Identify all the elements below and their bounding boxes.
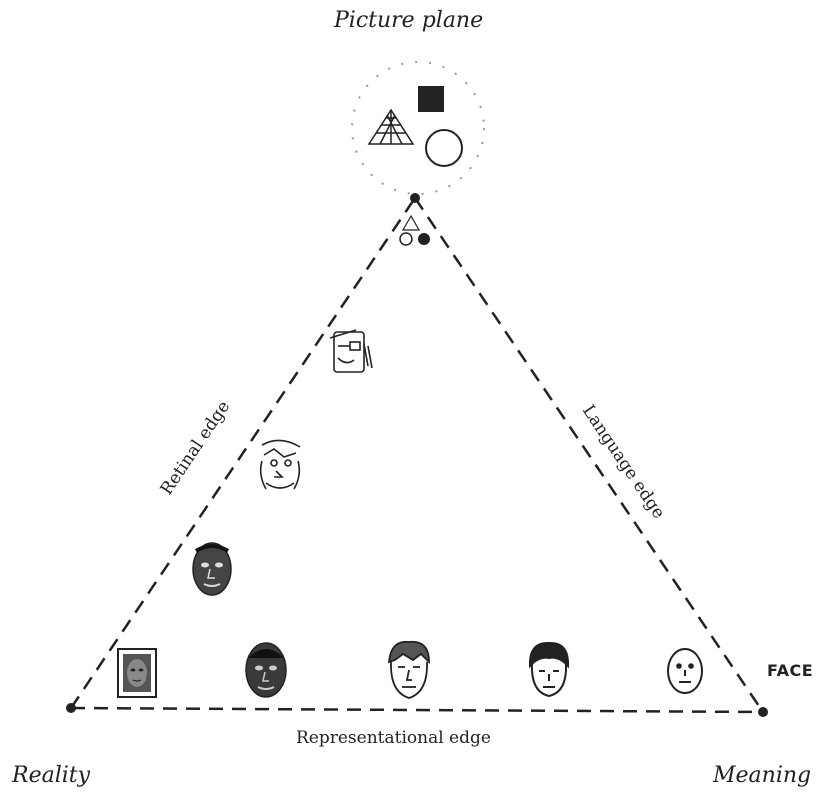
meaning-label: Meaning: [713, 763, 812, 788]
face-label: FACE: [767, 661, 814, 680]
face-icon: [245, 642, 287, 698]
retinal-edge-line: [69, 197, 417, 709]
picture-plane-label: Picture plane: [334, 8, 484, 33]
picture-plane-shapes: [351, 61, 485, 195]
meaning-vertex: [758, 707, 768, 717]
square-icon: [418, 86, 444, 112]
face-icon: [192, 542, 232, 596]
grid-triangle-icon: [367, 108, 415, 145]
face-icon: [528, 641, 570, 698]
representational-edge-label: Representational edge: [296, 728, 491, 748]
face-icon: [387, 640, 430, 699]
face-icon: [259, 439, 301, 490]
mini-shapes-icon: [399, 214, 430, 246]
photo-face-icon: [117, 648, 157, 698]
circle-icon: [425, 129, 463, 167]
representational-edge-line: [70, 706, 764, 714]
face-icon: [329, 329, 373, 373]
reality-vertex: [66, 703, 76, 713]
face-icon: [667, 648, 703, 694]
reality-label: Reality: [12, 763, 91, 788]
language-edge-line: [413, 197, 765, 713]
triangle-edges: [69, 197, 765, 714]
radiating-halo: [351, 61, 485, 195]
picture-plane-vertex: [410, 193, 420, 203]
